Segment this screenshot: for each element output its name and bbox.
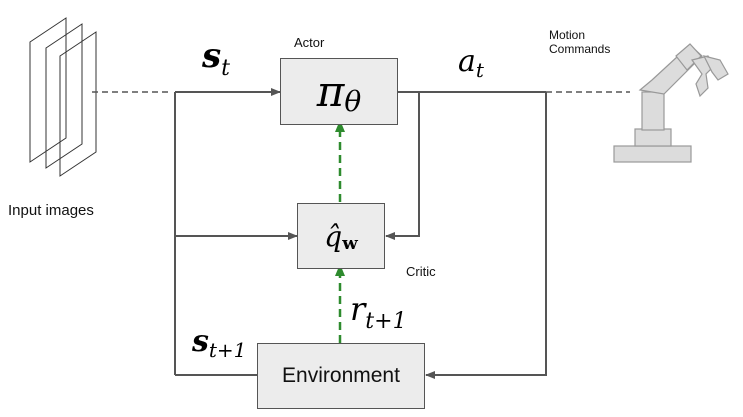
state-label: st xyxy=(202,36,230,81)
motion-commands-label: Motion Commands xyxy=(549,28,610,56)
action-symbol: a xyxy=(458,44,476,79)
policy-symbol: π xyxy=(316,66,345,116)
next-state-symbol: s xyxy=(192,324,209,359)
motion-commands-line2: Commands xyxy=(549,42,611,56)
action-label: at xyxy=(458,44,484,82)
critic-label: Critic xyxy=(406,264,436,279)
state-symbol: s xyxy=(202,36,222,76)
critic-symbol: q̂ xyxy=(324,219,343,253)
robot-arm-icon xyxy=(613,43,729,163)
critic-subscript: w xyxy=(342,232,358,254)
motion-commands-line1: Motion xyxy=(549,28,586,42)
reward-label: rt+1 xyxy=(350,290,407,334)
next-state-label: st+1 xyxy=(192,324,247,362)
action-to-critic-arrow xyxy=(385,92,420,240)
next-state-subscript: t+1 xyxy=(208,338,247,362)
reward-subscript: t+1 xyxy=(365,309,407,334)
environment-label: Environment xyxy=(282,364,400,387)
actor-label: Actor xyxy=(294,35,325,50)
action-to-environment-arrow xyxy=(425,92,547,379)
action-subscript: t xyxy=(475,58,484,82)
reward-symbol: r xyxy=(350,290,366,328)
state-subscript: t xyxy=(221,56,230,81)
input-images-stack-icon xyxy=(29,17,97,177)
environment-box: Environment xyxy=(257,343,425,409)
policy-subscript: θ xyxy=(344,85,362,118)
input-images-label: Input images xyxy=(8,202,94,219)
critic-box: q̂w xyxy=(297,203,385,269)
